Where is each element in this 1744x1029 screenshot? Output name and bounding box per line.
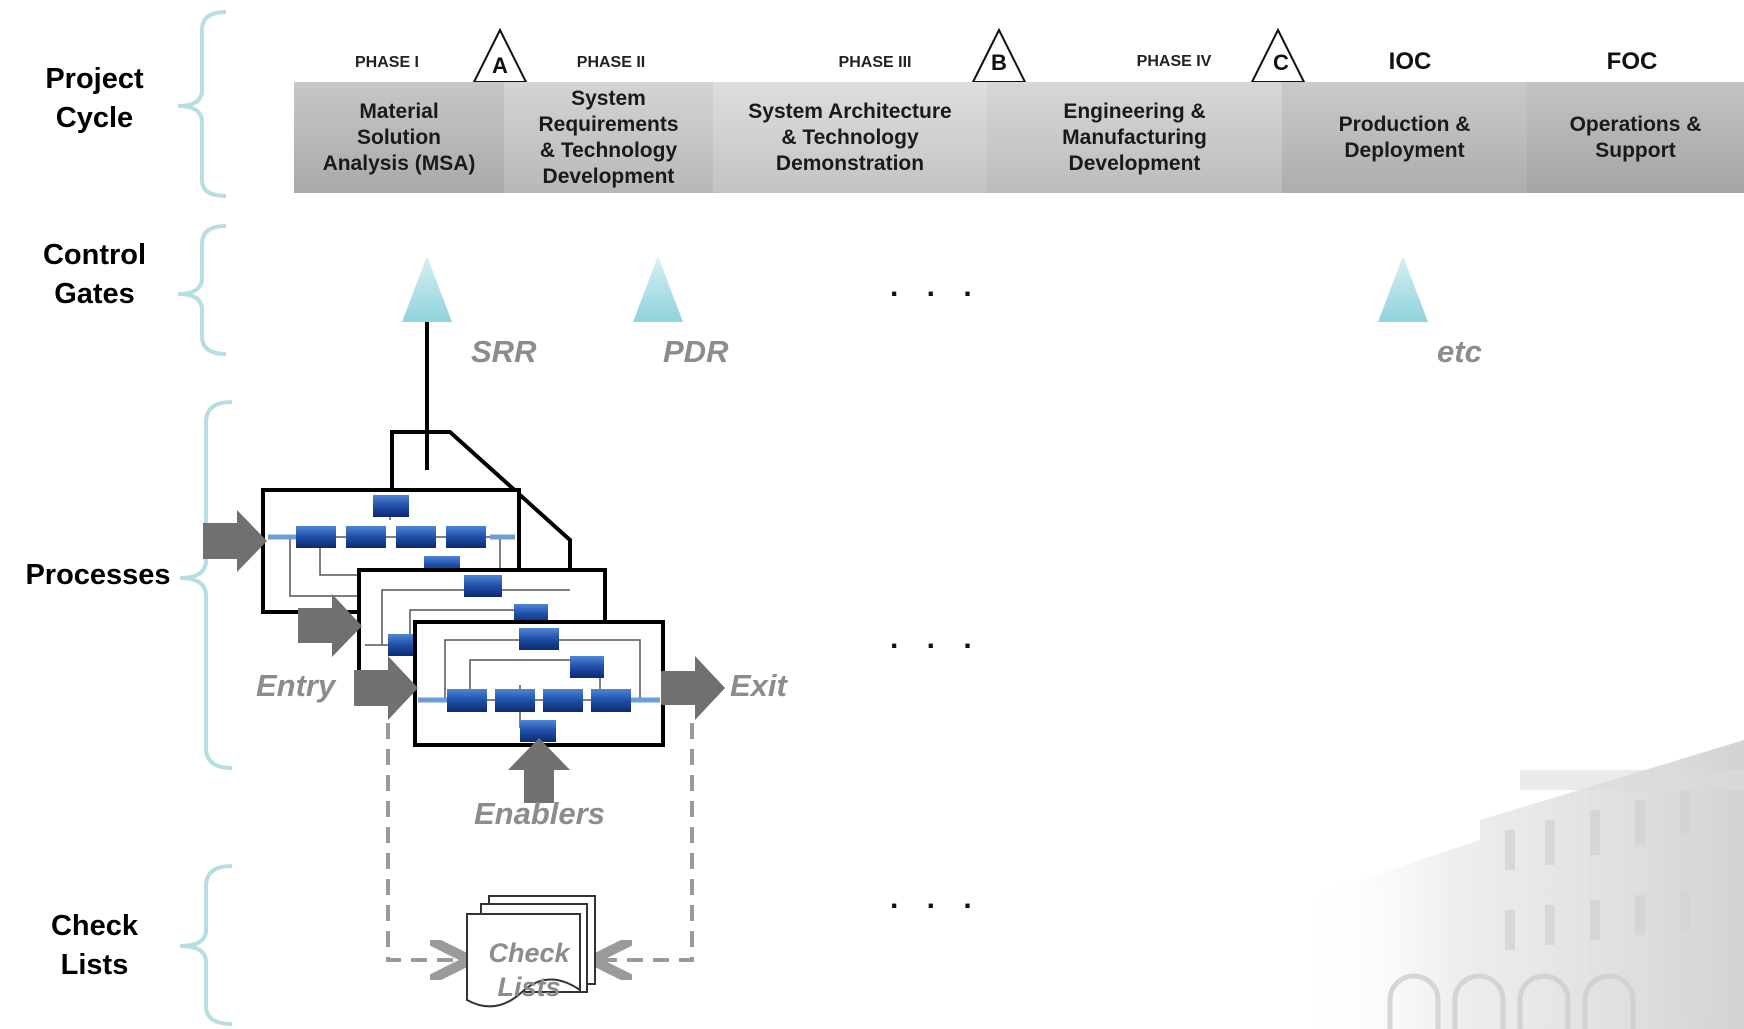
- row-label-processes: Processes: [8, 556, 188, 595]
- drilldown-connector: [390, 322, 572, 568]
- row-label-line: Check: [50, 910, 139, 942]
- brace-processes: [179, 400, 233, 770]
- ellipsis-processes: . . .: [890, 622, 982, 655]
- exit-arrow: [661, 656, 725, 720]
- gate-srr-triangle: [402, 256, 452, 322]
- phase-box-text: Material Solution Analysis (MSA): [323, 99, 476, 177]
- phase-line: Development: [542, 164, 675, 188]
- checklist-connectors: [386, 723, 694, 960]
- phase-box-operations: Operations & Support: [1527, 82, 1744, 193]
- phase-line: Production &: [1338, 112, 1471, 136]
- phase-line: & Technology: [539, 138, 678, 162]
- phase-box-text: System Requirements & Technology Develop…: [538, 86, 678, 190]
- phase-box-srtd: System Requirements & Technology Develop…: [504, 82, 713, 193]
- row-label-project-cycle: Project Cycle: [22, 60, 167, 138]
- phase-box-msa: Material Solution Analysis (MSA): [294, 82, 504, 193]
- phase-header-4: PHASE IV: [1136, 53, 1212, 70]
- phase-header-2: PHASE II: [576, 54, 646, 71]
- phase-line: Manufacturing: [1062, 125, 1207, 149]
- phase-box-satd: System Architecture & Technology Demonst…: [713, 82, 987, 193]
- phase-box-emd: Engineering & Manufacturing Development: [987, 82, 1282, 193]
- milestone-C-label: C: [1273, 50, 1289, 75]
- phase-line: Development: [1068, 151, 1201, 175]
- gate-label-pdr: PDR: [663, 334, 729, 369]
- gate-label-etc: etc: [1437, 334, 1482, 369]
- phase-box-text: System Architecture & Technology Demonst…: [748, 99, 951, 177]
- checklist-document-icon: [466, 895, 596, 1008]
- phase-line: Solution: [357, 125, 441, 149]
- row-label-line: Lists: [60, 949, 129, 981]
- phase-line: Engineering &: [1063, 99, 1206, 123]
- enablers-label: Enablers: [474, 796, 605, 831]
- brace-project-cycle: [177, 10, 227, 198]
- phase-line: Material: [359, 99, 439, 123]
- phase-header-ioc: IOC: [1388, 48, 1432, 75]
- doc-line: Lists: [497, 972, 561, 1002]
- phase-line: & Technology: [781, 125, 919, 149]
- phase-line: System: [571, 86, 646, 110]
- phase-line: Support: [1595, 138, 1676, 162]
- row-label-line: Cycle: [55, 102, 134, 134]
- phase-box-production: Production & Deployment: [1282, 82, 1527, 193]
- phase-header-3: PHASE III: [838, 54, 912, 71]
- ellipsis-checklists: . . .: [890, 882, 982, 915]
- row-label-line: Project: [45, 63, 144, 95]
- checklist-document-label: Check Lists: [474, 936, 584, 1004]
- row-label-check-lists: Check Lists: [22, 907, 167, 985]
- entry-label: Entry: [256, 668, 336, 703]
- milestone-A-label: A: [492, 53, 508, 78]
- phase-line: Requirements: [538, 112, 679, 136]
- phase-line: Analysis (MSA): [322, 151, 476, 175]
- phase-box-text: Production & Deployment: [1339, 112, 1471, 164]
- phase-box-text: Engineering & Manufacturing Development: [1062, 99, 1207, 177]
- entry-arrow-middle: [298, 594, 362, 657]
- phase-line: Demonstration: [775, 151, 925, 175]
- gate-pdr-triangle: [633, 256, 683, 322]
- process-sheet-front: [413, 620, 665, 747]
- entry-arrow-back: [203, 510, 267, 572]
- phase-header-1: PHASE I: [354, 54, 419, 71]
- row-label-line: Processes: [25, 559, 171, 591]
- row-label-control-gates: Control Gates: [22, 236, 167, 314]
- phase-header-foc: FOC: [1606, 48, 1658, 75]
- enablers-arrow: [508, 738, 570, 803]
- phase-box-text: Operations & Support: [1570, 112, 1702, 164]
- building-watermark: [1300, 740, 1744, 1029]
- doc-line: Check: [488, 938, 570, 968]
- exit-label: Exit: [730, 668, 787, 703]
- brace-check-lists: [179, 864, 233, 1026]
- phase-line: Operations &: [1569, 112, 1702, 136]
- brace-control-gates: [177, 224, 227, 356]
- entry-arrow-front: [354, 656, 418, 720]
- ellipsis-gates: . . .: [890, 270, 982, 303]
- phase-line: Deployment: [1344, 138, 1465, 162]
- phase-line: System Architecture: [748, 99, 952, 123]
- row-label-line: Control: [42, 239, 147, 271]
- gate-etc-triangle: [1378, 256, 1428, 322]
- milestone-B-label: B: [991, 50, 1007, 75]
- gate-label-srr: SRR: [471, 334, 537, 369]
- row-label-line: Gates: [54, 278, 135, 310]
